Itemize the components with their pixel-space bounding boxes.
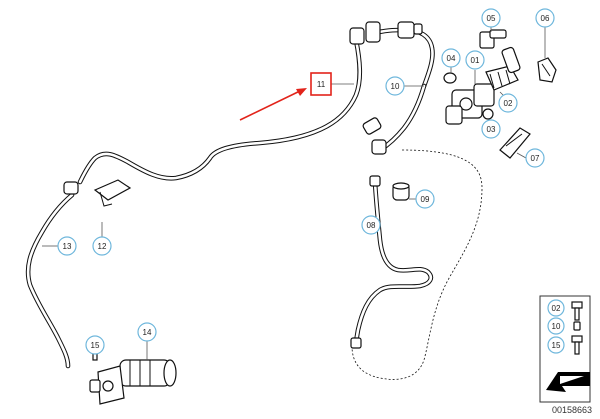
svg-text:12: 12 [98,242,107,251]
svg-text:05: 05 [487,14,496,23]
direction-arrow-icon [546,372,590,392]
svg-text:03: 03 [487,125,496,134]
callout-01[interactable]: 01 [465,50,485,70]
pipe-08 [350,175,434,349]
callout-10[interactable]: 10 [385,76,405,96]
left-pipe [25,192,75,369]
callout-11[interactable]: 11 [317,80,326,89]
svg-text:10: 10 [391,82,400,91]
callout-05[interactable]: 05 [481,8,501,28]
svg-text:14: 14 [143,328,152,337]
boot-outline [351,149,483,380]
callout-13[interactable]: 13 [57,236,77,256]
svg-text:11: 11 [317,80,326,89]
callout-06[interactable]: 06 [535,8,555,28]
svg-text:15: 15 [91,341,100,350]
master-cylinder [443,29,521,125]
callout-07[interactable]: 07 [525,148,545,168]
callout-03[interactable]: 03 [481,119,501,139]
holder-12 [63,179,132,207]
hose-10 [362,83,427,155]
slave-cylinder [89,359,177,405]
callout-08[interactable]: 08 [361,215,381,235]
upper-hose-connector [349,21,435,89]
legend-item-10[interactable]: 10 [547,317,581,335]
grommet-09 [392,182,410,201]
highlight-arrow [239,88,307,121]
callout-14[interactable]: 14 [137,322,157,342]
callout-15[interactable]: 15 [85,335,105,355]
svg-text:02: 02 [552,304,561,313]
svg-text:04: 04 [447,54,456,63]
legend-item-15[interactable]: 15 [547,335,583,355]
legend-item-02[interactable]: 02 [547,299,583,321]
callout-12[interactable]: 12 [92,236,112,256]
svg-text:06: 06 [541,14,550,23]
svg-text:07: 07 [531,154,540,163]
svg-text:10: 10 [552,322,561,331]
callout-02[interactable]: 02 [498,93,518,113]
callout-09[interactable]: 09 [415,189,435,209]
svg-text:15: 15 [552,341,561,350]
document-number: 00158663 [551,405,592,415]
bracket-06 [537,57,557,83]
main-hydraulic-pipe [77,37,363,185]
fastener-legend: 02 10 15 [539,295,591,403]
highlight-box-11 [310,72,332,96]
svg-text:09: 09 [421,195,430,204]
svg-text:13: 13 [63,242,72,251]
svg-text:01: 01 [471,56,480,65]
svg-text:08: 08 [367,221,376,230]
clip-07 [499,127,531,159]
svg-text:02: 02 [504,99,513,108]
callout-04[interactable]: 04 [441,48,461,68]
